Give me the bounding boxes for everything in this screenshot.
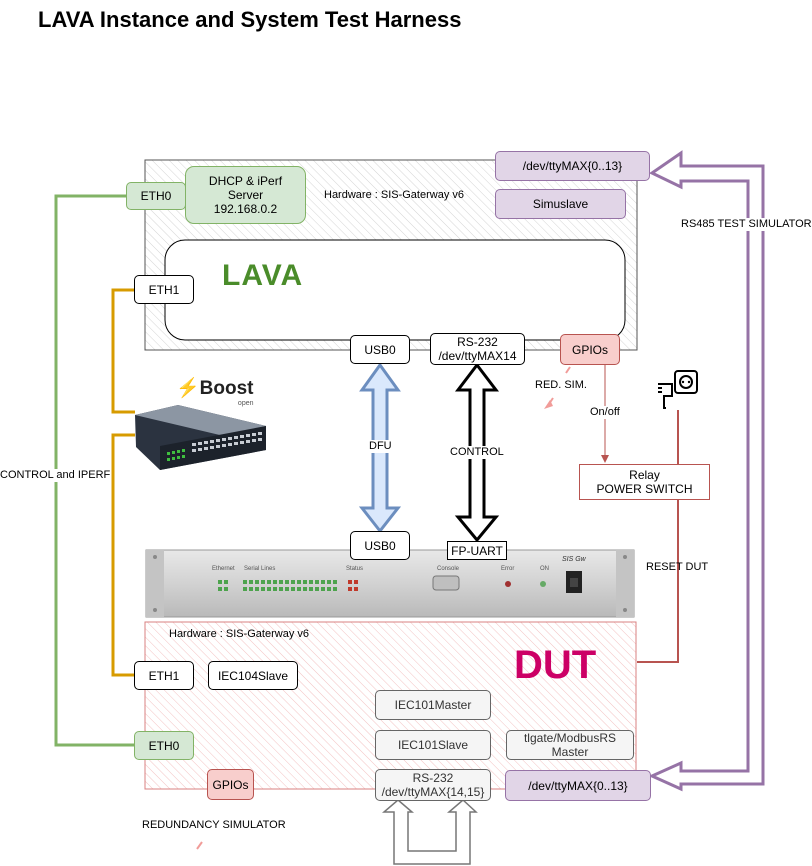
iec104slave-box[interactable]: IEC104Slave xyxy=(208,661,298,690)
control-label: CONTROL xyxy=(450,446,504,459)
dut-label: DUT xyxy=(514,643,597,687)
dut-rs232-port[interactable]: RS-232 /dev/ttyMAX{14,15} xyxy=(375,769,491,801)
red-sim-label: RED. SIM. xyxy=(535,379,587,391)
lava-eth1-port[interactable]: ETH1 xyxy=(134,275,194,304)
dut-eth1-port[interactable]: ETH1 xyxy=(134,661,194,690)
onoff-label: On/off xyxy=(590,406,620,419)
rs232-loopback-arrow xyxy=(381,798,478,865)
panel-label-error: Error xyxy=(501,566,514,572)
dhcp-iperf-server[interactable]: DHCP & iPerf Server 192.168.0.2 xyxy=(185,166,306,224)
red-sim-arrowhead xyxy=(544,400,553,409)
power-plug-icon xyxy=(658,370,698,409)
iec101master-box[interactable]: IEC101Master xyxy=(375,690,491,720)
dut-tty-ports[interactable]: /dev/ttyMAX{0..13} xyxy=(505,770,651,801)
page-title: LAVA Instance and System Test Harness xyxy=(38,7,462,32)
dut-hardware-label: Hardware : SIS-Gaterway v6 xyxy=(169,628,309,640)
dut-eth0-port[interactable]: ETH0 xyxy=(134,731,194,760)
lava-gpios[interactable]: GPIOs xyxy=(560,334,620,365)
panel-label-serial-lines: Serial Lines xyxy=(244,566,275,572)
network-switch-image xyxy=(135,405,266,470)
control-iperf-label: CONTROL and IPERF xyxy=(0,469,111,482)
onoff-arrowhead xyxy=(601,455,609,463)
redundancy-simulator-label: REDUNDANCY SIMULATOR xyxy=(142,819,286,831)
lava-usb0-port[interactable]: USB0 xyxy=(350,335,410,364)
red-sim-mark xyxy=(565,366,571,374)
dut-gpios[interactable]: GPIOs xyxy=(207,769,254,800)
iec101slave-box[interactable]: IEC101Slave xyxy=(375,730,491,760)
panel-label-ethernet: Ethernet xyxy=(212,566,235,572)
orange-eth1-bottom-link xyxy=(111,433,135,677)
device-front-panel: Ethernet Serial Lines Status Console Err… xyxy=(145,549,635,618)
panel-label-on: ON xyxy=(540,566,549,572)
reset-dut-link xyxy=(637,410,679,663)
lava-hardware-label: Hardware : SIS-Gaterway v6 xyxy=(324,189,464,201)
dfu-label: DFU xyxy=(369,440,392,453)
dut-usb0-port[interactable]: USB0 xyxy=(350,531,410,560)
rs485-label: RS485 TEST SIMULATOR xyxy=(681,218,812,231)
lava-logo: LAVA xyxy=(222,259,304,292)
reset-dut-label: RESET DUT xyxy=(646,561,709,573)
lava-eth0-port[interactable]: ETH0 xyxy=(126,182,186,210)
relay-power-switch[interactable]: Relay POWER SWITCH xyxy=(579,464,710,500)
dut-fp-uart-port[interactable]: FP-UART xyxy=(447,541,507,560)
tlgate-modbus-box[interactable]: tlgate/ModbusRS Master xyxy=(506,730,634,760)
panel-label-status: Status xyxy=(346,566,363,572)
redundancy-mark xyxy=(196,841,203,850)
lava-tty-ports[interactable]: /dev/ttyMAX{0..13} xyxy=(495,151,650,181)
panel-label-console: Console xyxy=(437,566,460,572)
simuslave-box[interactable]: Simuslave xyxy=(495,189,626,219)
rs485-loop-arrow xyxy=(648,150,765,792)
orange-eth1-top-link xyxy=(111,288,135,414)
lava-rs232-port[interactable]: RS-232 /dev/ttyMAX14 xyxy=(430,333,525,365)
panel-model: SIS Gw xyxy=(562,556,587,563)
